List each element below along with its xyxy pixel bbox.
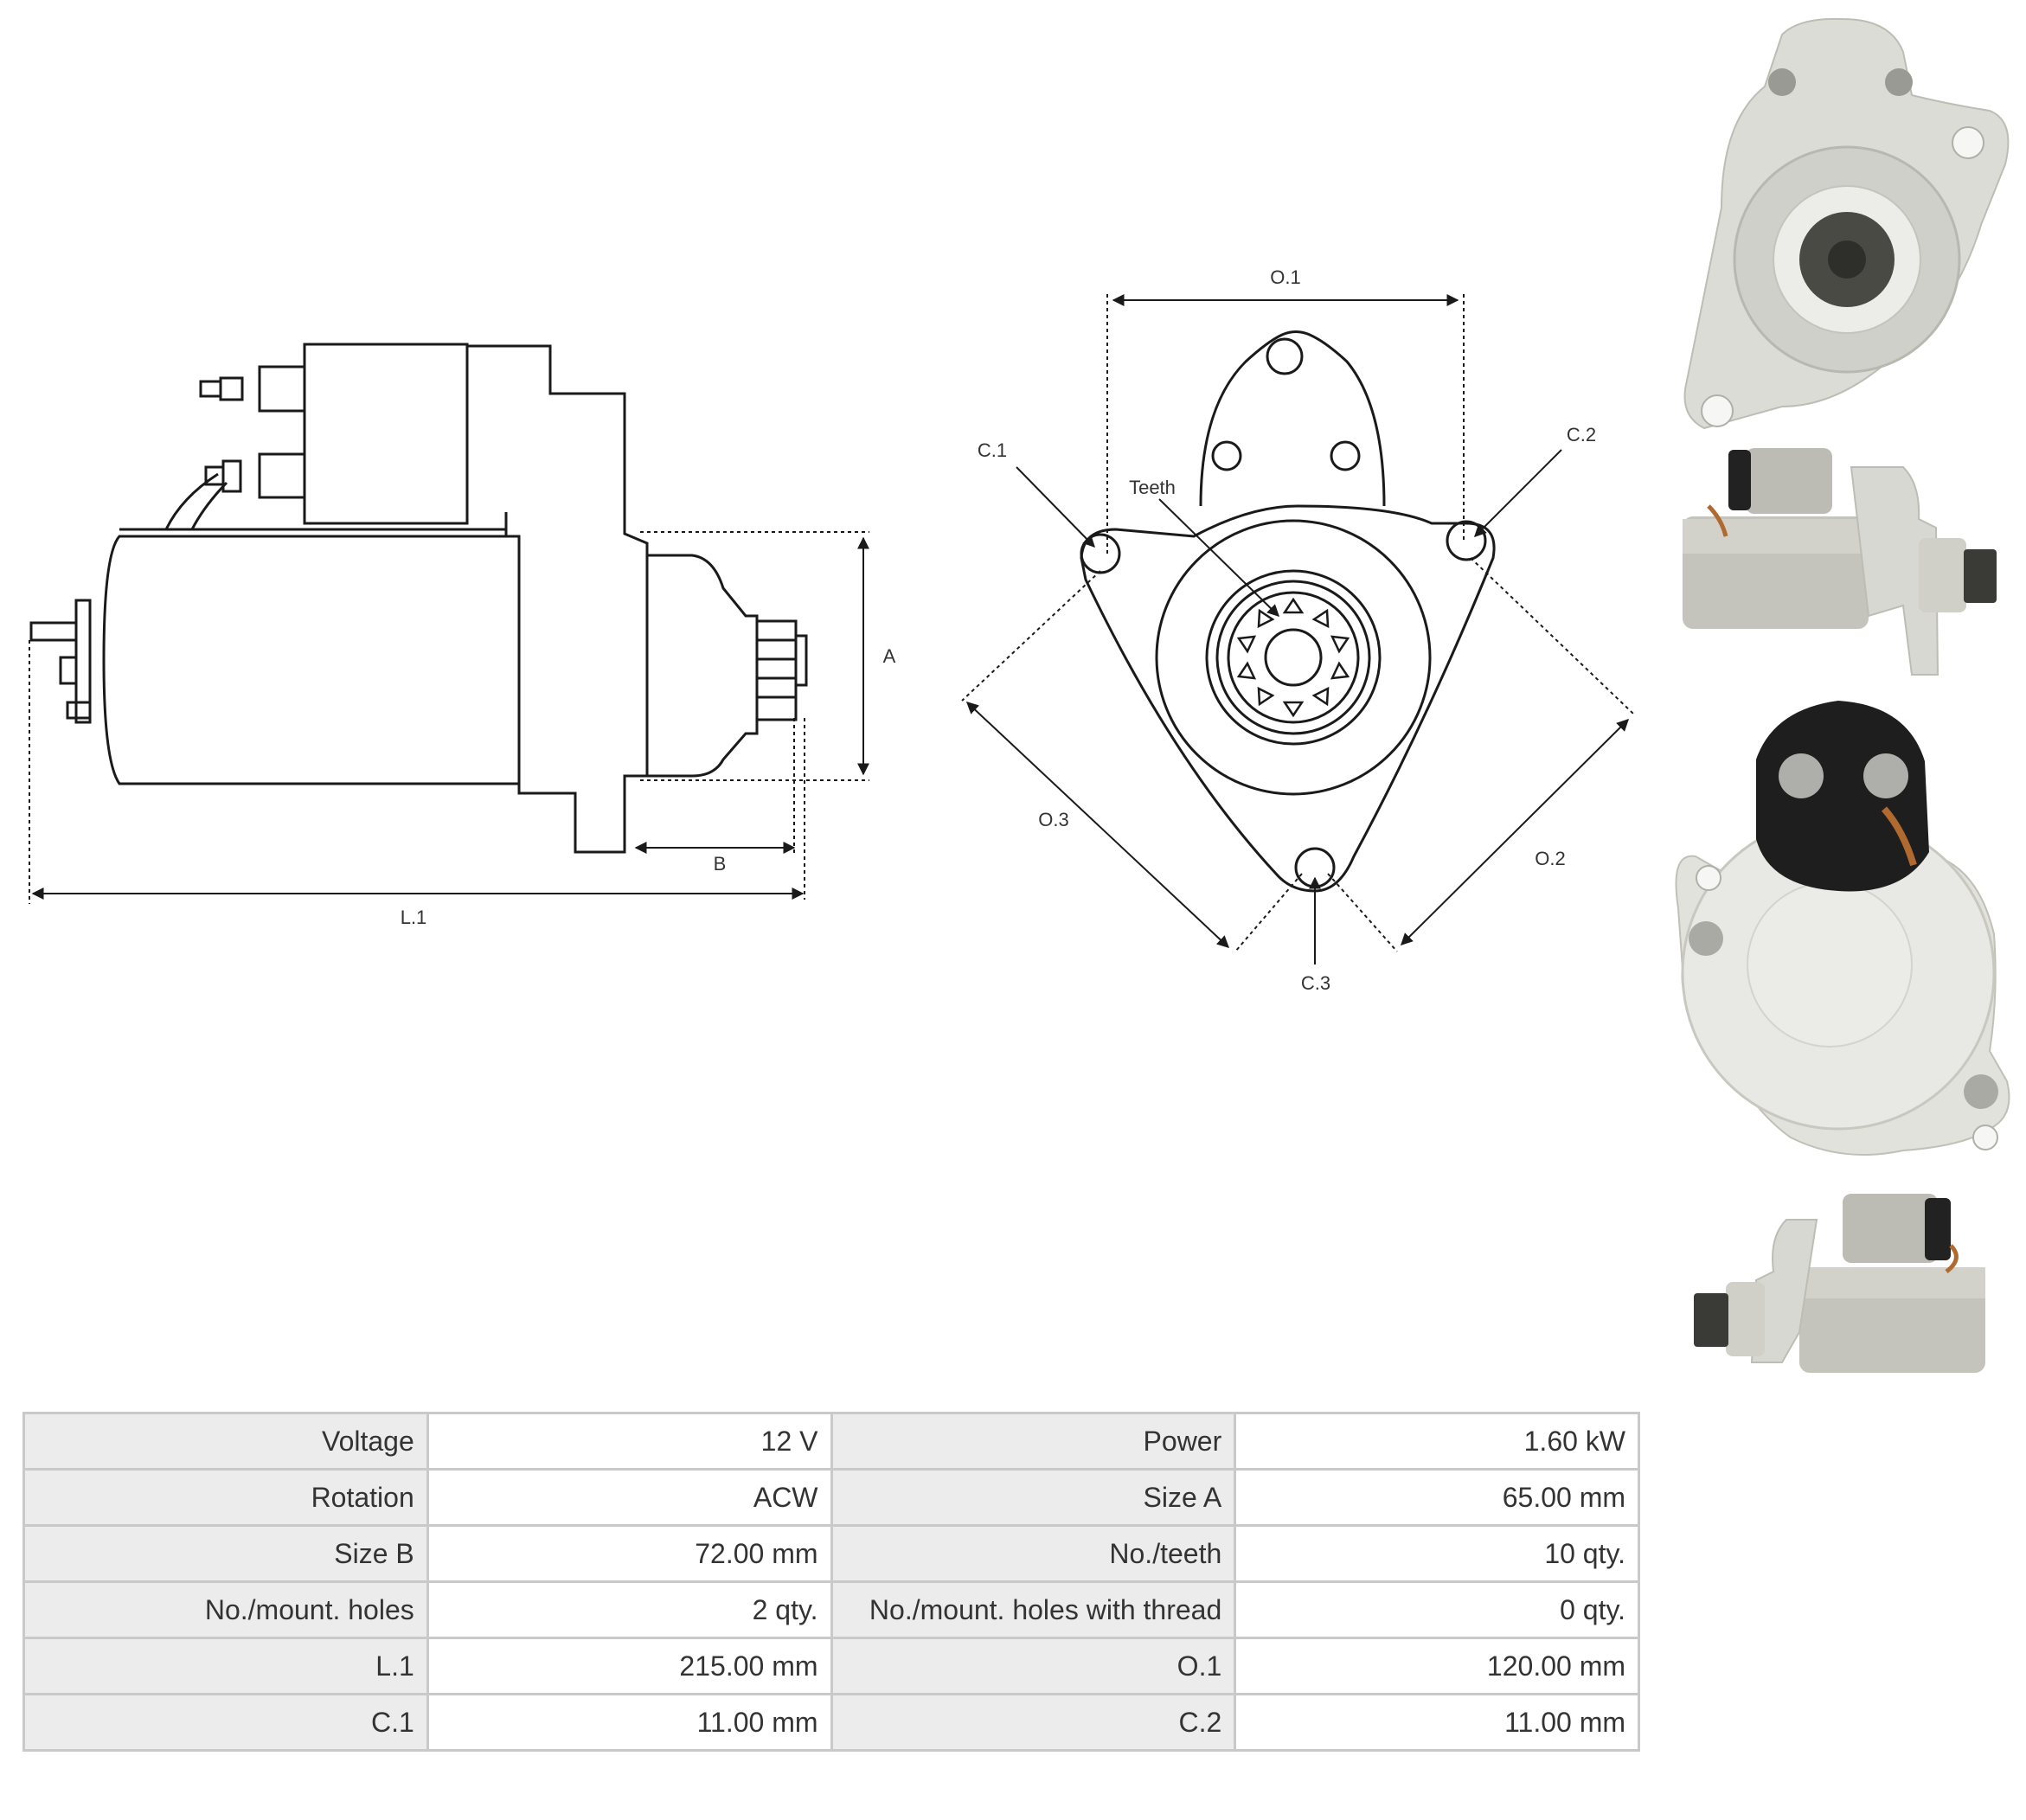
motor-body-outline [102, 535, 521, 785]
label-c3: C.3 [1301, 972, 1330, 994]
spec-key: C.1 [22, 1693, 429, 1752]
side-view-dimensions [29, 531, 869, 904]
table-row: L.1 215.00 mm O.1 120.00 mm [22, 1637, 1640, 1695]
spec-value: 1.60 kW [1234, 1412, 1640, 1471]
dimension-label-l1: L.1 [401, 907, 427, 928]
spec-key: C.2 [830, 1693, 1237, 1752]
table-row: No./mount. holes 2 qty. No./mount. holes… [22, 1580, 1640, 1639]
spec-key: No./mount. holes [22, 1580, 429, 1639]
product-photo-rear [1675, 701, 2010, 1156]
specifications-table: Voltage 12 V Power 1.60 kW Rotation ACW … [22, 1412, 1640, 1752]
spec-value: 12 V [426, 1412, 833, 1471]
spec-value: 120.00 mm [1234, 1637, 1640, 1695]
front-view-dimensions [961, 294, 1634, 964]
mount-hole-c1 [1080, 533, 1121, 574]
spec-value: 2 qty. [426, 1580, 833, 1639]
spec-value: 11.00 mm [426, 1693, 833, 1752]
pinion-teeth [1236, 597, 1350, 718]
spec-key: Rotation [22, 1468, 429, 1527]
spec-value: 0 qty. [1234, 1580, 1640, 1639]
spec-key: No./teeth [830, 1524, 1237, 1583]
spec-value: 215.00 mm [426, 1637, 833, 1695]
spec-key: No./mount. holes with thread [830, 1580, 1237, 1639]
table-row: Rotation ACW Size A 65.00 mm [22, 1468, 1640, 1527]
product-photo-side [1683, 448, 1997, 676]
label-c2: C.2 [1567, 424, 1596, 445]
side-view-drawing [29, 343, 808, 854]
table-row: C.1 11.00 mm C.2 11.00 mm [22, 1693, 1640, 1752]
spec-key: Size A [830, 1468, 1237, 1527]
product-photo-side-mirrored [1694, 1194, 1985, 1373]
mount-hole-c2 [1446, 520, 1487, 561]
outer-housing-circle [1155, 519, 1432, 796]
flange-outline [1080, 504, 1496, 893]
specifications-body: Voltage 12 V Power 1.60 kW Rotation ACW … [22, 1412, 1640, 1752]
spec-key: L.1 [22, 1637, 429, 1695]
solenoid-outline [303, 343, 469, 525]
spec-value: 72.00 mm [426, 1524, 833, 1583]
table-row: Voltage 12 V Power 1.60 kW [22, 1412, 1640, 1471]
spec-key: Size B [22, 1524, 429, 1583]
product-photo-front [1683, 17, 2010, 430]
table-row: Size B 72.00 mm No./teeth 10 qty. [22, 1524, 1640, 1583]
spec-value: ACW [426, 1468, 833, 1527]
dimension-label-b: B [714, 853, 727, 875]
dimension-label-o1: O.1 [1270, 266, 1300, 288]
spec-value: 65.00 mm [1234, 1468, 1640, 1527]
label-teeth: Teeth [1129, 477, 1176, 498]
front-view-drawing [1080, 330, 1496, 893]
label-c1: C.1 [978, 439, 1007, 461]
spec-value: 11.00 mm [1234, 1693, 1640, 1752]
shaft-circle [1264, 628, 1323, 687]
spec-key: O.1 [830, 1637, 1237, 1695]
nose-outline [647, 554, 759, 778]
dimension-label-a: A [883, 645, 896, 667]
upper-hole [1266, 337, 1304, 375]
spec-key: Power [830, 1412, 1237, 1471]
spec-value: 10 qty. [1234, 1524, 1640, 1583]
spec-key: Voltage [22, 1412, 429, 1471]
pinion-outline [755, 619, 798, 721]
dimension-label-o2: O.2 [1535, 848, 1565, 869]
dimension-label-o3: O.3 [1038, 809, 1068, 830]
upper-lug-outline [1199, 330, 1386, 507]
mount-housing-outline [467, 344, 649, 854]
